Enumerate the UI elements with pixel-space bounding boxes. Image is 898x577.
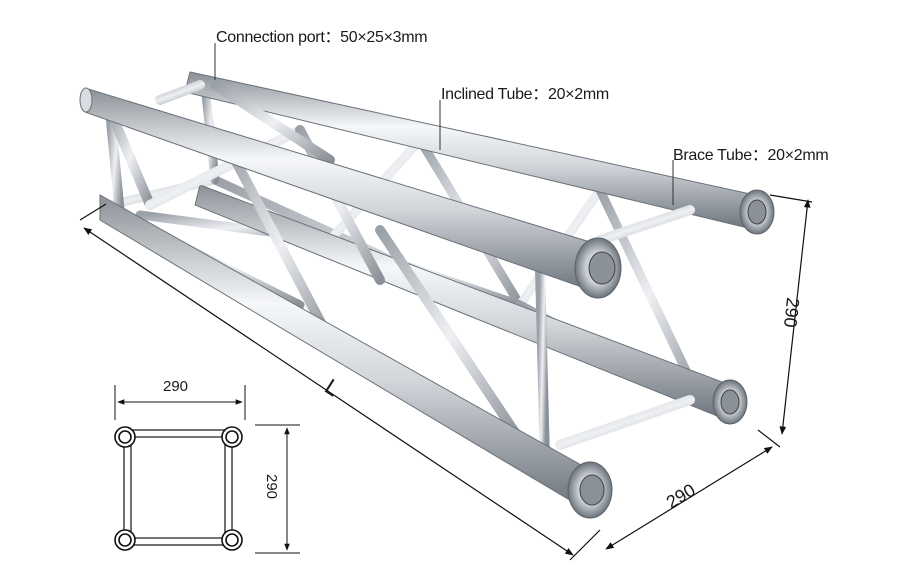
section-chords xyxy=(114,426,243,551)
length-dim-line xyxy=(83,227,574,556)
connection-port-label: Connection port：50×25×3mm xyxy=(216,29,428,46)
section-width-label: 290 xyxy=(163,378,189,395)
brace-tube-label: Brace Tube：20×2mm xyxy=(673,147,829,164)
height-dim-line xyxy=(779,199,811,435)
dimension-lines xyxy=(79,194,813,561)
callout-leaders xyxy=(214,43,674,205)
cross-section xyxy=(114,385,300,554)
section-height-label: 290 xyxy=(263,473,281,500)
inclined-tube-label: Inclined Tube：20×2mm xyxy=(441,86,609,103)
width-dim-line xyxy=(605,446,773,550)
height-dim-label: 290 xyxy=(780,296,804,329)
